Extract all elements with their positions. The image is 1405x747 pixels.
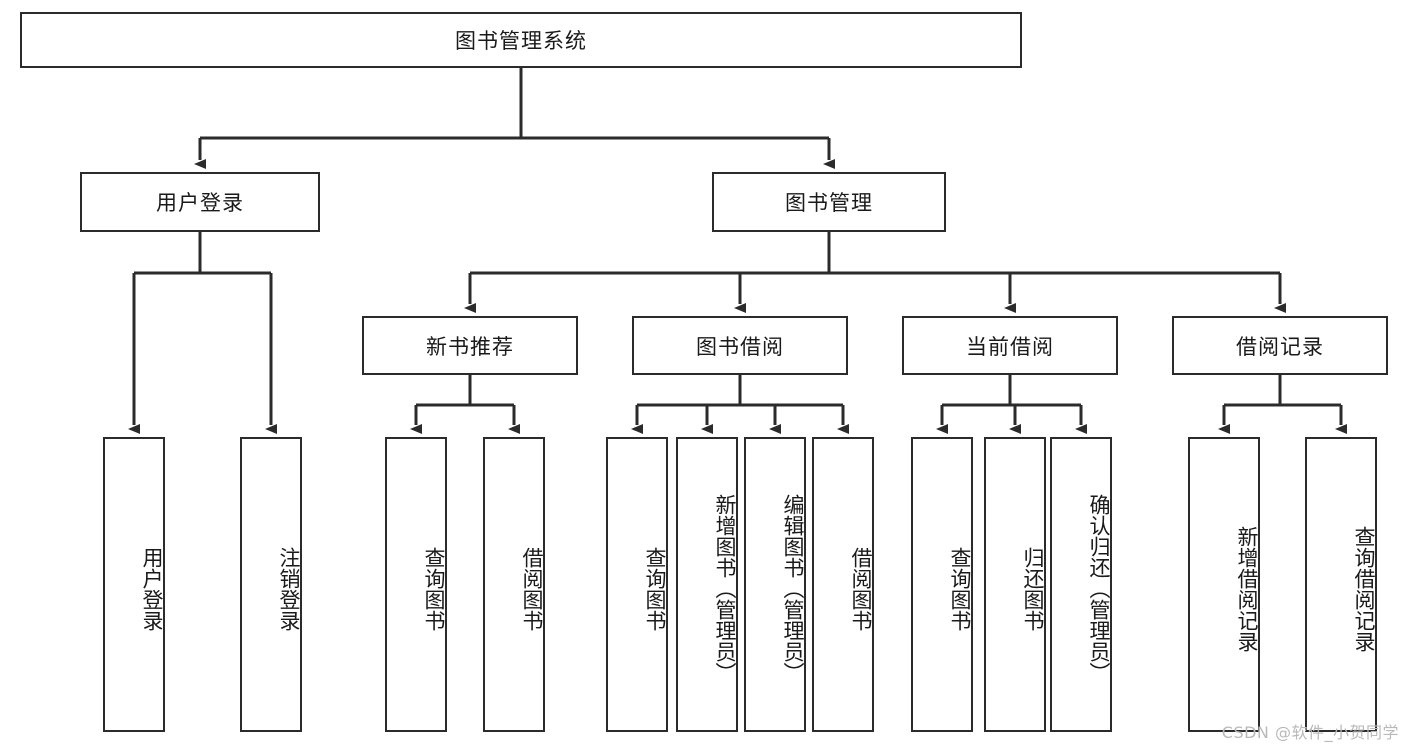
watermark: CSDN @软件_小贺同学: [1221, 723, 1399, 742]
node-label: 查询图书: [948, 546, 972, 631]
node-leaf-user-login[interactable]: 用户登录: [103, 437, 165, 732]
node-label: 当前借阅: [966, 334, 1054, 359]
node-label: 用户登录: [140, 546, 164, 631]
node-book-management[interactable]: 图书管理: [712, 172, 946, 232]
node-leaf-borrow-book-1[interactable]: 借阅图书: [483, 437, 545, 732]
node-leaf-query-book-3[interactable]: 查询图书: [911, 437, 973, 732]
node-label: 借阅记录: [1236, 334, 1324, 359]
node-label: 查询图书: [422, 546, 446, 631]
node-label: 图书管理: [785, 191, 873, 215]
node-label: 借阅图书: [849, 546, 873, 631]
node-label: 编辑图书（管理员）: [781, 494, 805, 683]
node-label: 图书管理系统: [455, 29, 587, 53]
node-label: 查询图书: [643, 546, 667, 631]
node-label: 图书借阅: [696, 334, 784, 359]
node-label: 新书推荐: [426, 334, 514, 359]
node-leaf-query-book-1[interactable]: 查询图书: [385, 437, 447, 732]
node-leaf-user-logout[interactable]: 注销登录: [240, 437, 302, 732]
node-label: 注销登录: [277, 546, 301, 631]
node-label: 用户登录: [156, 191, 244, 215]
node-book-borrow[interactable]: 图书借阅: [632, 316, 848, 375]
node-leaf-add-book[interactable]: 新增图书（管理员）: [676, 437, 738, 732]
node-label: 借阅图书: [520, 546, 544, 631]
node-leaf-add-record[interactable]: 新增借阅记录: [1188, 437, 1260, 732]
node-leaf-return-book[interactable]: 归还图书: [984, 437, 1046, 732]
node-label: 归还图书: [1021, 546, 1045, 631]
node-root-system[interactable]: 图书管理系统: [20, 12, 1022, 68]
node-label: 新增借阅记录: [1235, 525, 1259, 652]
node-leaf-edit-book[interactable]: 编辑图书（管理员）: [744, 437, 806, 732]
node-borrow-record[interactable]: 借阅记录: [1172, 316, 1388, 375]
node-new-book-recommend[interactable]: 新书推荐: [362, 316, 578, 375]
node-leaf-borrow-book-2[interactable]: 借阅图书: [812, 437, 874, 732]
node-user-login[interactable]: 用户登录: [80, 172, 320, 232]
node-current-borrow[interactable]: 当前借阅: [902, 316, 1118, 375]
node-leaf-query-record[interactable]: 查询借阅记录: [1305, 437, 1377, 732]
node-label: 新增图书（管理员）: [713, 494, 737, 683]
node-label: 确认归还（管理员）: [1087, 494, 1111, 683]
node-leaf-query-book-2[interactable]: 查询图书: [606, 437, 668, 732]
node-label: 查询借阅记录: [1352, 525, 1376, 652]
node-leaf-confirm-return[interactable]: 确认归还（管理员）: [1050, 437, 1112, 732]
